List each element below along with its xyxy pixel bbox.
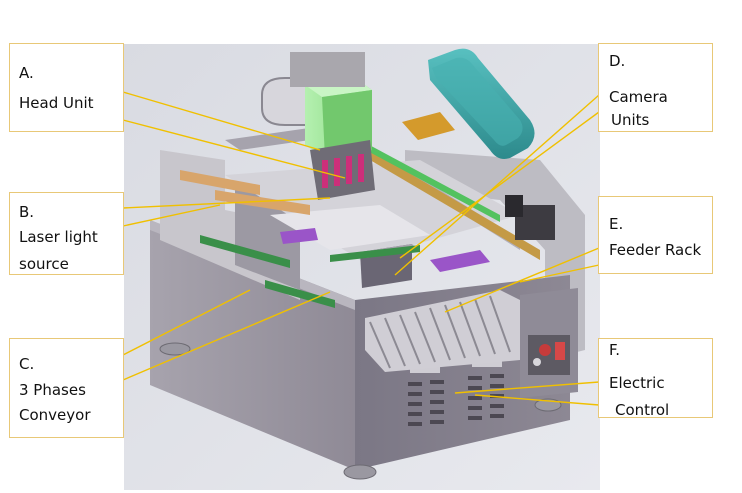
callout-letter: A. [19,64,34,82]
callout-laser-light-source: B. Laser light source [9,192,124,275]
callout-letter: F. [609,341,620,359]
callout-label: 3 Phases [19,381,86,399]
callout-label: Camera [609,88,668,106]
callout-label-line2: Control [615,401,670,419]
callout-label: Feeder Rack [609,241,702,259]
electric-cabinet [520,288,578,398]
vent-slots [408,360,504,426]
callout-label-line2: source [19,255,69,273]
rear-frame [405,150,585,360]
head-unit [290,52,375,200]
callout-3-phases-conveyor: C. 3 Phases Conveyor [9,338,124,438]
callout-label: Head Unit [19,94,94,112]
orange-rail [180,170,260,195]
purple-bracket [430,250,490,272]
callout-letter: E. [609,215,624,233]
callout-label-line2: Conveyor [19,406,91,424]
callout-feeder-rack: E. Feeder Rack [598,196,713,274]
callout-letter: B. [19,203,35,221]
conveyor-rail [200,235,420,308]
cable-chain [428,48,535,159]
callout-label: Laser light [19,228,98,246]
callout-camera-units: D. Camera Units [598,43,713,132]
callout-label-line2: Units [611,111,650,129]
callout-head-unit: A. Head Unit [9,43,124,132]
callout-label: Electric [609,374,665,392]
leader-lines [122,91,600,406]
callout-electric-control: F. Electric Control [598,338,713,419]
callout-letter: D. [609,52,626,70]
callout-letter: C. [19,355,35,373]
feeder-rack [365,290,520,372]
